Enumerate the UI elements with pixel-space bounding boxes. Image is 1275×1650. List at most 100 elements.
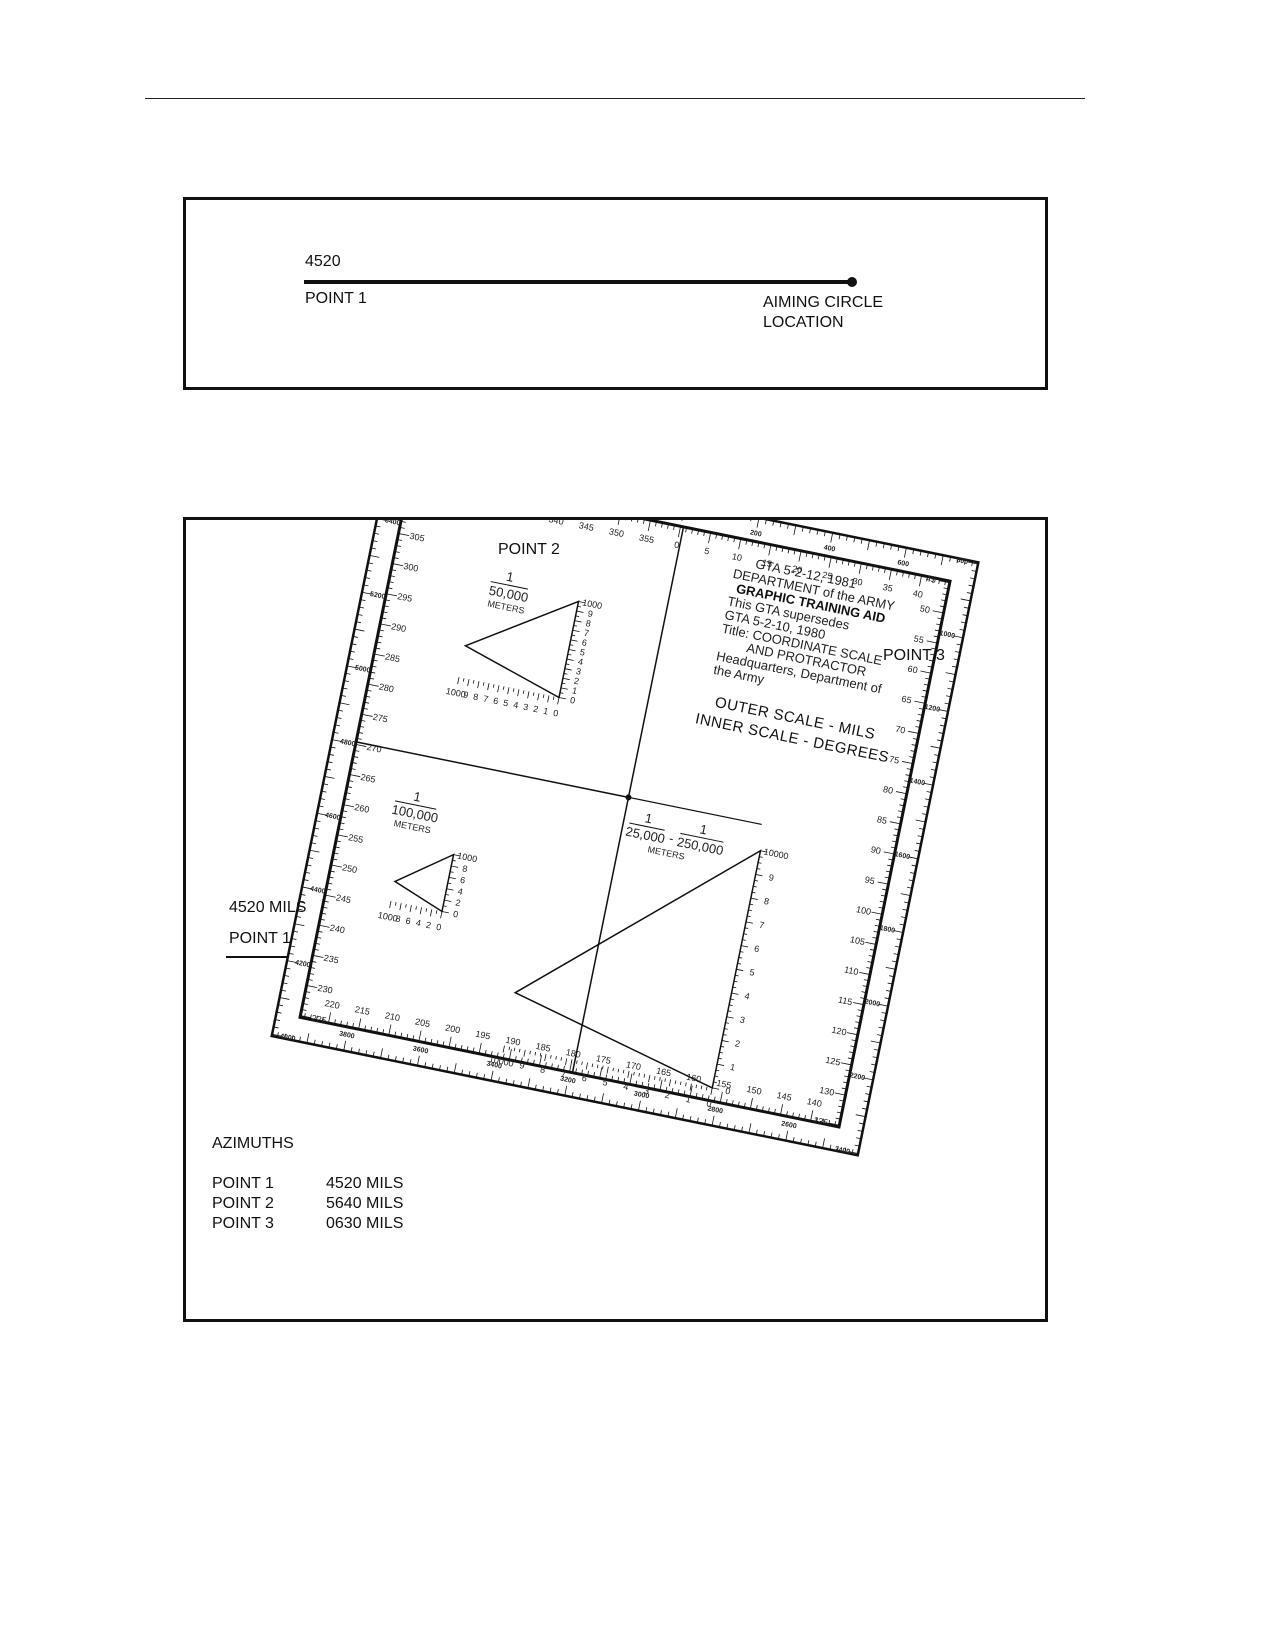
mils-tick [750, 520, 753, 522]
degree-tick [922, 689, 928, 692]
degree-tick [333, 852, 339, 855]
degree-tick [454, 1043, 457, 1049]
degree-tick [330, 864, 342, 868]
mils-tick [874, 1048, 880, 1051]
degree-tick [893, 834, 899, 837]
degree-tick [919, 575, 923, 587]
mils-tick [340, 694, 347, 697]
ruler-tick [552, 696, 555, 700]
point2-callout: POINT 2 [498, 541, 560, 558]
degree-tick [914, 700, 926, 704]
mils-tick [350, 1047, 353, 1053]
degree-label: 40 [912, 588, 924, 600]
mils-tick [908, 856, 919, 860]
ruler-tick [497, 685, 500, 693]
mils-tick [542, 1086, 545, 1092]
ruler-tick [674, 1080, 677, 1084]
degree-label: 65 [901, 694, 913, 706]
degree-tick [853, 1027, 860, 1030]
degree-tick [873, 930, 879, 933]
degree-tick [761, 1106, 764, 1112]
ruler-tick [457, 677, 460, 685]
ruler-digit: 2 [664, 1090, 671, 1101]
ruler-digit: 1 [571, 685, 578, 696]
mils-tick [623, 1102, 626, 1108]
degree-label: 110 [843, 964, 859, 977]
degree-tick [701, 1094, 704, 1100]
ruler-tick [555, 1056, 557, 1060]
degree-tick [869, 949, 875, 951]
degree-tick [902, 761, 913, 765]
mils-tick [339, 702, 350, 706]
degree-label: 300 [403, 561, 420, 574]
degree-tick [798, 1113, 800, 1119]
mils-tick [793, 525, 797, 536]
ruler-tick [570, 1059, 573, 1063]
degree-tick [318, 924, 330, 928]
ruler-tick [648, 1075, 651, 1083]
ruler-digit: 8 [461, 863, 468, 874]
mils-tick [366, 569, 372, 572]
degree-label: 275 [372, 712, 389, 725]
degree-tick [362, 707, 368, 710]
degree-tick [309, 1014, 312, 1020]
degree-tick [880, 894, 887, 897]
ruler-tick [679, 1081, 682, 1086]
degree-tick [394, 1031, 397, 1037]
ruler-tick [745, 921, 753, 924]
point3-callout: POINT 3 [883, 647, 945, 664]
ruler-tick [741, 945, 749, 948]
ruler-tick [487, 683, 490, 691]
mils-tick [963, 559, 966, 565]
mils-tick [947, 687, 953, 690]
mils-tick [937, 739, 943, 742]
mils-tick [354, 628, 365, 632]
degree-tick [334, 1019, 336, 1025]
degree-label: 175 [595, 1053, 612, 1066]
degree-tick [384, 599, 390, 602]
mils-tick [276, 1032, 279, 1038]
degree-label: 5 [703, 546, 710, 557]
degree-tick [352, 1022, 354, 1029]
mils-tick [816, 529, 819, 535]
mils-label: 200 [749, 529, 762, 538]
mils-tick [770, 1132, 773, 1138]
degree-tick [888, 569, 892, 581]
degree-label: 240 [329, 923, 346, 936]
ruler-tick [700, 1085, 703, 1090]
degree-tick [685, 527, 687, 533]
degree-tick [611, 1075, 614, 1081]
mils-tick [360, 599, 366, 601]
degree-tick [914, 574, 916, 580]
degree-tick [321, 912, 327, 915]
ruler-tick [425, 908, 428, 912]
degree-tick [322, 906, 328, 909]
mils-tick [875, 541, 878, 547]
degree-tick [929, 653, 936, 656]
ruler-digit: 4 [512, 700, 519, 711]
mils-tick [904, 901, 910, 904]
ruler-tick [472, 680, 475, 684]
degree-tick [393, 557, 399, 559]
scale-100k-triangle [393, 853, 455, 913]
aiming-circle-label-line1: AIMING CIRCLE [763, 294, 884, 311]
azimuth-row-2-point: POINT 2 [212, 1195, 274, 1212]
ruler-digit: 1 [542, 706, 549, 717]
degree-tick [835, 1117, 841, 1120]
degree-tick [931, 647, 937, 650]
mils-tick [365, 1050, 368, 1056]
ruler-tick [633, 1071, 635, 1076]
mils-tick [719, 1122, 721, 1128]
mils-tick [800, 1138, 802, 1144]
degree-tick [858, 562, 862, 574]
mils-tick [674, 1108, 678, 1119]
mils-label: 1600 [894, 851, 911, 861]
degree-tick [538, 1055, 542, 1067]
degree-tick [798, 550, 802, 562]
mils-tick [380, 1048, 383, 1059]
mils-tick [838, 534, 841, 540]
ruler-digit: 2 [532, 704, 539, 715]
ruler-tick [571, 634, 576, 637]
mils-tick [946, 695, 952, 698]
